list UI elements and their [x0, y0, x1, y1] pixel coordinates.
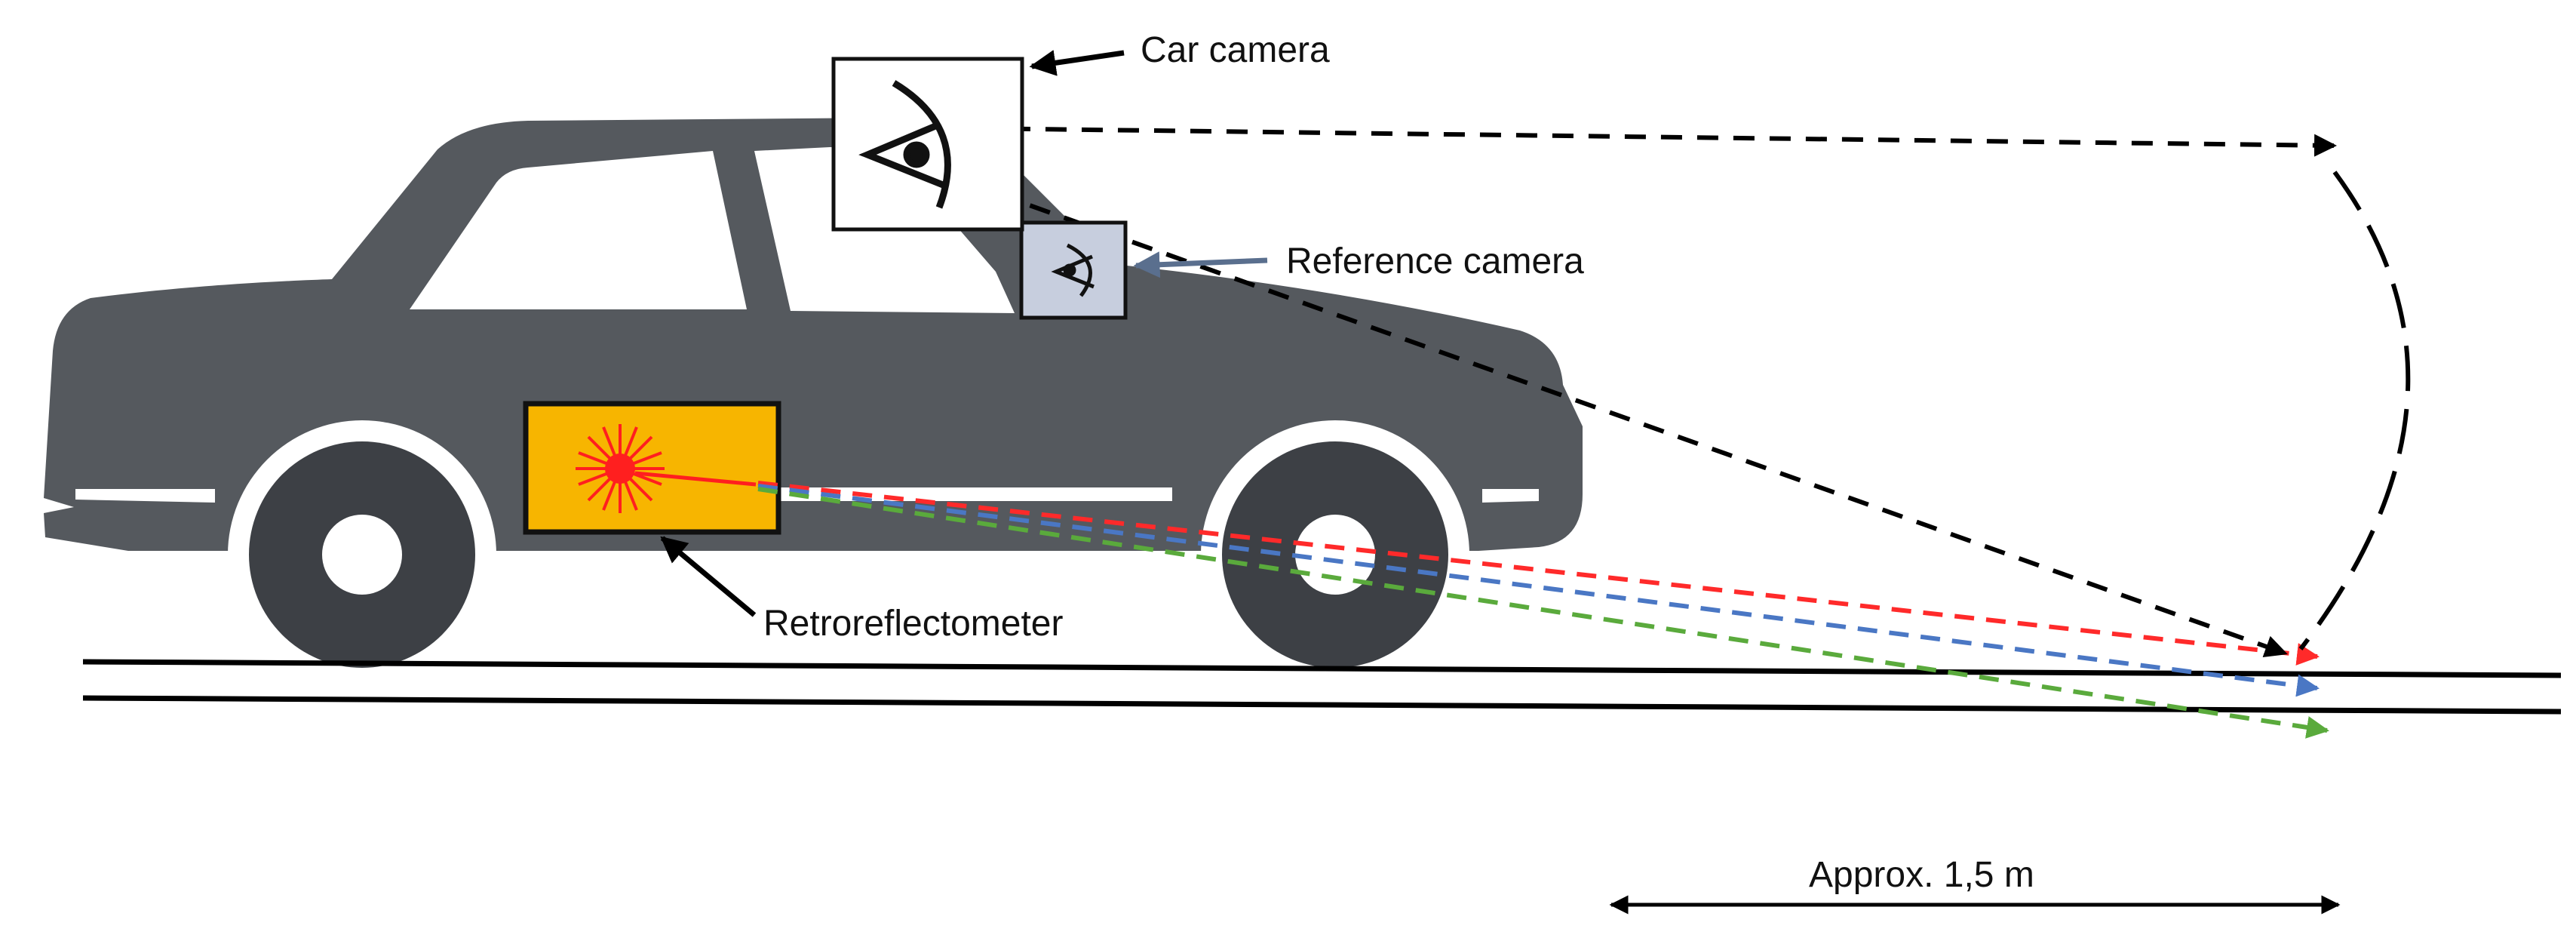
road-line-upper — [82, 659, 2562, 678]
retroreflectometer-box — [523, 401, 781, 535]
reference-camera-label: Reference camera — [1286, 241, 1584, 281]
rear-hub — [322, 515, 402, 595]
car-camera-pointer-arrow — [1029, 50, 1125, 76]
camera-horizontal-sightline — [972, 126, 2337, 157]
laser-beam — [634, 471, 757, 487]
distance-label: Approx. 1,5 m — [1809, 855, 2034, 895]
rear-wheel — [228, 420, 496, 689]
road-line-lower — [82, 695, 2562, 715]
car-side-trim-rear — [75, 489, 215, 503]
car-rear-window — [410, 151, 747, 309]
reference-camera-pointer-arrow — [1133, 251, 1268, 278]
red-measurement-ray — [757, 481, 2320, 666]
green-measurement-ray — [757, 487, 2329, 739]
front-hub — [1295, 515, 1375, 595]
camera-road-sightline — [960, 179, 2288, 658]
retroreflectometer-label: Retroreflectometer — [763, 604, 1063, 644]
reference-camera-box — [1019, 220, 1128, 320]
field-of-view-arc — [2298, 171, 2411, 650]
retroreflectometer-pointer-arrow — [660, 536, 757, 617]
laser-burst-icon — [576, 424, 665, 513]
car-camera-label: Car camera — [1141, 30, 1330, 70]
eye-icon — [1051, 243, 1095, 297]
car-side-trim-front — [1482, 489, 1539, 503]
car-camera-box — [831, 57, 1024, 232]
eye-icon — [858, 80, 951, 209]
front-wheel — [1201, 420, 1469, 689]
blue-measurement-ray — [757, 484, 2320, 697]
